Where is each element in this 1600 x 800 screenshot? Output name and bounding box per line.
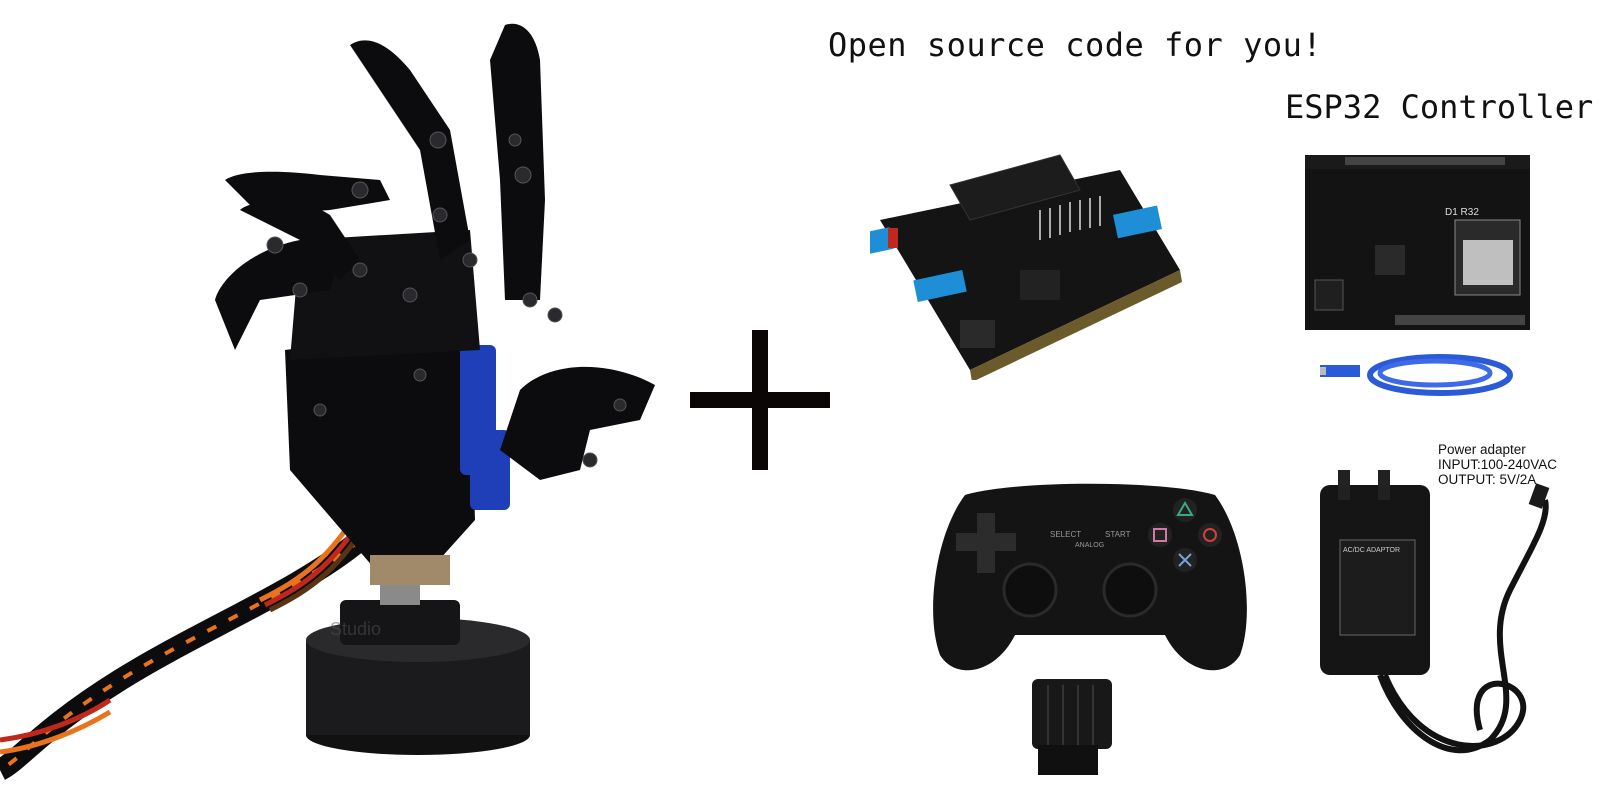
power-adapter-image: AC/DC ADAPTOR xyxy=(1320,470,1550,754)
face-buttons xyxy=(1148,498,1222,572)
adapter-case-label: AC/DC ADAPTOR xyxy=(1343,547,1400,554)
watermark-text: Studio xyxy=(330,619,381,639)
dpad-icon xyxy=(956,513,1016,573)
esp32-board-image: D1 R32 xyxy=(1305,155,1530,330)
power-adapter-specs: Power adapter INPUT:100-240VAC OUTPUT: 5… xyxy=(1438,442,1557,487)
robotic-hand-image: Studio xyxy=(0,23,655,780)
rotating-base xyxy=(306,585,530,755)
gamepad-image: SELECT ANALOG START xyxy=(933,483,1247,671)
board-model-label: D1 R32 xyxy=(1445,207,1479,218)
select-label: SELECT xyxy=(1050,530,1081,539)
wireless-receiver-image xyxy=(1032,679,1112,775)
adapter-output: OUTPUT: 5V/2A xyxy=(1438,472,1537,487)
adapter-input: INPUT:100-240VAC xyxy=(1438,457,1558,472)
screws xyxy=(266,131,627,468)
headline-text: Open source code for you! xyxy=(828,26,1323,64)
adapter-title: Power adapter xyxy=(1438,442,1526,457)
fingers xyxy=(215,23,655,480)
start-label: START xyxy=(1105,530,1131,539)
esp32-controller-label: ESP32 Controller xyxy=(1285,88,1594,126)
palm-plate xyxy=(285,230,510,585)
usb-cable-image xyxy=(1320,354,1513,396)
analog-label: ANALOG xyxy=(1075,542,1104,549)
plus-sign xyxy=(690,330,830,470)
servo-shield-board-image xyxy=(870,154,1182,380)
